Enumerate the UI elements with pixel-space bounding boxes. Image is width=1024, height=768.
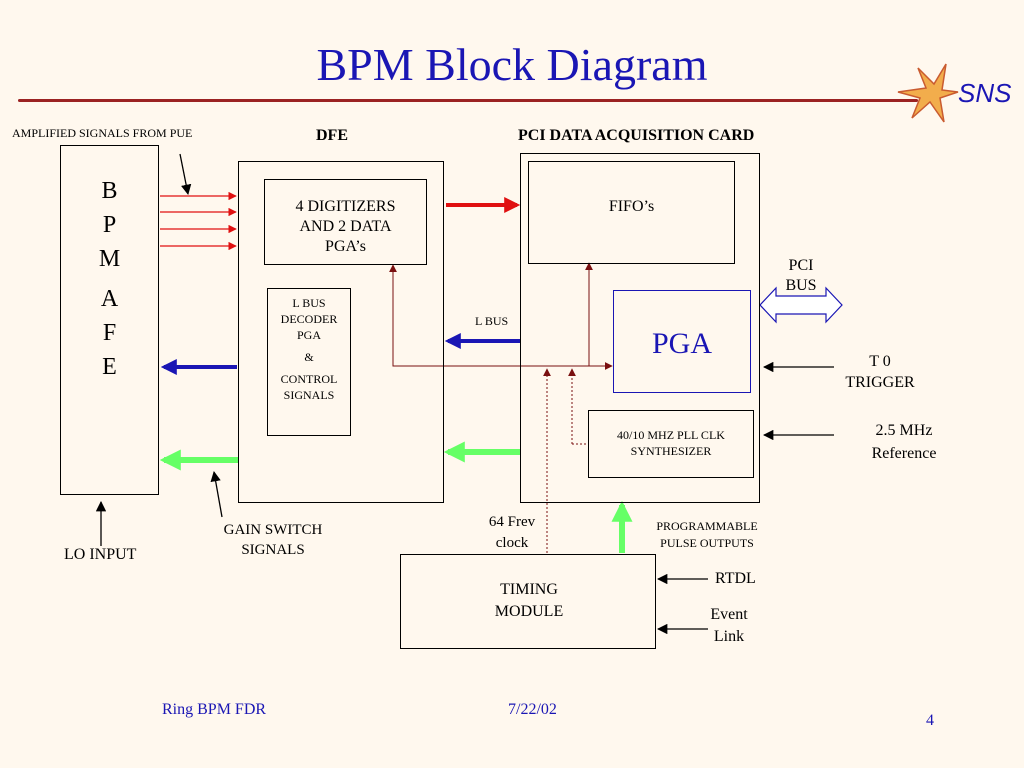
- lbus-label: L BUS: [475, 314, 509, 328]
- amplified-signals-label: AMPLIFIED SIGNALS FROM PUE: [12, 126, 193, 140]
- afe-letter-f: F: [102, 320, 117, 346]
- t0-line-2: TRIGGER: [845, 374, 915, 391]
- bpm-afe-label: B P M A F E: [61, 174, 158, 384]
- footer-left: Ring BPM FDR: [162, 701, 267, 718]
- fifo-box: FIFO’s: [528, 161, 735, 264]
- afe-letter-e: E: [102, 354, 117, 380]
- frev-line-2: clock: [495, 535, 529, 551]
- frev-line-1: 64 Frev: [488, 514, 536, 530]
- gain-switch-pointer-arrow: [210, 470, 223, 518]
- amplified-pointer-arrow: [179, 153, 192, 196]
- pci-bus-double-arrow: [759, 286, 843, 324]
- lbus-decoder-line-3: PGA: [296, 328, 321, 342]
- afe-letter-m: M: [98, 246, 121, 272]
- lbus-decoder-line-4: &: [304, 350, 314, 364]
- rtdl-label: RTDL: [715, 570, 756, 587]
- pci-bus-line-2: BUS: [785, 277, 817, 294]
- timing-line-1: TIMING: [500, 581, 558, 598]
- digitizers-line-1: 4 DIGITIZERS: [295, 198, 396, 215]
- t0-trigger-label: T 0 TRIGGER: [830, 351, 930, 393]
- sns-logo: SNS: [897, 63, 1012, 123]
- gain-switch-label: GAIN SWITCH SIGNALS: [206, 520, 340, 560]
- fifo-label: FIFO’s: [608, 198, 655, 215]
- pci-card-label: PCI DATA ACQUISITION CARD: [518, 127, 755, 144]
- programmable-pulse-label: PROGRAMMABLE PULSE OUTPUTS: [640, 518, 774, 552]
- programmable-line-1: PROGRAMMABLE: [656, 519, 758, 533]
- event-link-label: Event Link: [700, 604, 758, 648]
- lbus-decoder-line-1: L BUS: [292, 296, 326, 310]
- event-line-1: Event: [710, 606, 748, 623]
- pll-line-2: SYNTHESIZER: [630, 444, 712, 458]
- reference-label: 2.5 MHz Reference: [856, 419, 952, 465]
- reference-line-2: Reference: [871, 445, 937, 462]
- afe-letter-a: A: [100, 286, 119, 312]
- gain-switch-line-1: GAIN SWITCH: [223, 522, 323, 538]
- title-rule: [18, 99, 918, 102]
- dfe-box: [238, 161, 444, 503]
- logo-text: SNS: [958, 78, 1012, 108]
- event-line-2: Link: [713, 628, 745, 645]
- afe-letter-b: B: [101, 178, 118, 204]
- lo-input-label: LO INPUT: [64, 546, 137, 563]
- digitizers-line-2: AND 2 DATA: [299, 218, 392, 235]
- pci-bus-line-1: PCI: [788, 257, 814, 274]
- digitizers-box: 4 DIGITIZERS AND 2 DATA PGA’s: [264, 179, 427, 265]
- slide-title: BPM Block Diagram: [316, 39, 708, 90]
- afe-letter-p: P: [102, 212, 117, 238]
- pga-box: PGA: [613, 290, 751, 393]
- afe-to-dfe-signal-lines: [160, 191, 237, 251]
- lbus-decoder-line-5: CONTROL: [280, 372, 338, 386]
- timing-module-box: TIMING MODULE: [400, 554, 656, 649]
- pga-control-wires: [389, 262, 613, 370]
- pci-bus-label: PCI BUS: [772, 256, 830, 296]
- t0-line-1: T 0: [869, 353, 891, 370]
- pci-card-box: [520, 153, 760, 503]
- timing-line-2: MODULE: [494, 603, 564, 620]
- digitizers-line-3: PGA’s: [325, 238, 366, 255]
- frev-clock-label: 64 Frev clock: [480, 512, 544, 554]
- bpm-afe-box: B P M A F E: [60, 145, 159, 495]
- lbus-decoder-line-2: DECODER: [280, 312, 338, 326]
- reference-line-1: 2.5 MHz: [875, 422, 933, 439]
- pll-synthesizer-box: 40/10 MHZ PLL CLK SYNTHESIZER: [588, 410, 754, 478]
- footer-date: 7/22/02: [508, 701, 557, 718]
- pll-line-1: 40/10 MHZ PLL CLK: [617, 428, 725, 442]
- clock-dotted-wires: [543, 368, 588, 553]
- dfe-label: DFE: [316, 127, 348, 144]
- lbus-decoder-box: L BUS DECODER PGA & CONTROL SIGNALS: [267, 288, 351, 436]
- pga-label: PGA: [651, 327, 712, 360]
- page-number: 4: [926, 712, 934, 729]
- lbus-decoder-line-6: SIGNALS: [283, 388, 335, 402]
- gain-switch-line-2: SIGNALS: [241, 542, 305, 558]
- programmable-line-2: PULSE OUTPUTS: [660, 536, 754, 550]
